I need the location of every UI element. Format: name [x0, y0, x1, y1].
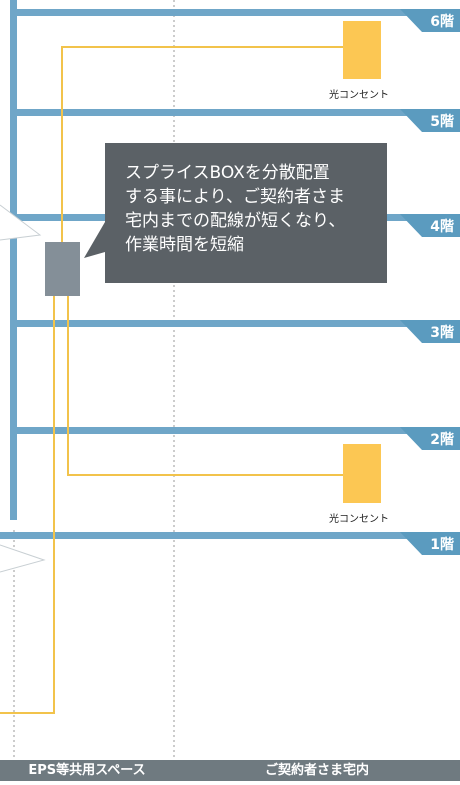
splice-box	[45, 242, 80, 296]
floor-label-2: 2階	[430, 432, 454, 448]
floor-tab-5	[400, 109, 460, 132]
fiber-line-riser	[0, 296, 55, 714]
optical-outlet-6f	[343, 21, 381, 79]
optical-outlet-2f	[343, 444, 381, 503]
floor-label-5: 5階	[430, 114, 454, 130]
callout-line: 宅内までの配線が短くなり、	[125, 211, 346, 231]
floor-label-4: 4階	[430, 219, 454, 235]
outlet-label-2f: 光コンセント	[329, 514, 389, 525]
callout-line: スプライスBOXを分散配置	[125, 163, 330, 183]
fiber-line-top	[61, 46, 345, 242]
bubble-tail-lower	[0, 544, 46, 573]
floor-slab-2	[10, 427, 460, 434]
callout-pointer	[84, 222, 105, 258]
floor-label-1: 1階	[430, 537, 454, 553]
fiber-line-bottom	[67, 296, 345, 476]
building-left-wall	[10, 0, 17, 520]
floor-tab-2	[400, 427, 460, 450]
floor-label-3: 3階	[430, 325, 454, 341]
floor-slab-6	[10, 9, 460, 16]
floor-tab-3	[400, 320, 460, 343]
callout-line: する事により、ご契約者さま	[125, 187, 345, 207]
bubble-tail-upper	[0, 204, 42, 241]
floor-tab-4	[400, 214, 460, 237]
floor-slab-5	[10, 109, 460, 116]
floor-label-6: 6階	[430, 14, 454, 30]
outlet-label-6f: 光コンセント	[329, 90, 389, 101]
footer-label-residence: ご契約者さま宅内	[264, 763, 369, 778]
floor-tab-6	[400, 9, 460, 32]
floor-tab-1	[400, 532, 460, 555]
floor-slab-1	[0, 532, 460, 539]
footer-label-eps: EPS等共用スペース	[28, 763, 146, 778]
callout-line: 作業時間を短縮	[125, 235, 244, 255]
floor-slab-3	[10, 320, 460, 327]
footer-bar: EPS等共用スペース ご契約者さま宅内	[0, 760, 460, 781]
callout-box: スプライスBOXを分散配置 する事により、ご契約者さま 宅内までの配線が短くなり…	[105, 143, 387, 283]
